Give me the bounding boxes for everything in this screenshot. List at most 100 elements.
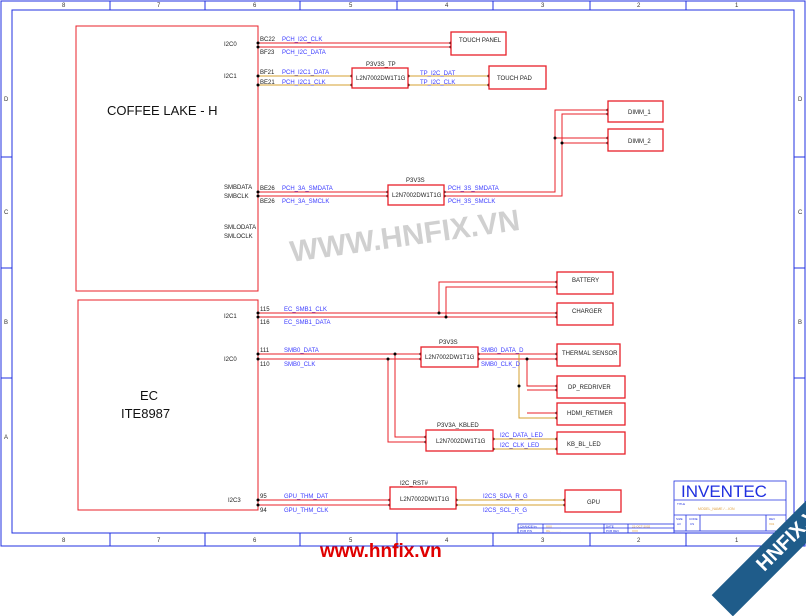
column-label: 1 — [735, 538, 739, 544]
power-rail-label: P3V3S_TP — [366, 62, 396, 68]
rev-value: X01 — [769, 522, 775, 526]
pch-pin-label: I2C1 — [224, 74, 237, 80]
net-label: SMB0_DATA_D — [481, 348, 524, 354]
pin-number: BE26 — [260, 199, 275, 205]
svg-text:L2N7002DW1T1G: L2N7002DW1T1G — [356, 76, 406, 82]
power-rail-label: I2C_RST# — [400, 481, 429, 487]
rev-label: REV — [769, 517, 775, 521]
wires — [258, 42, 608, 506]
net-label: SMB0_CLK_D — [481, 362, 521, 368]
title-block — [517, 480, 787, 534]
svg-text:HDMI_RETIMER: HDMI_RETIMER — [567, 411, 613, 417]
model-name: MODEL_NAME / ...ION — [698, 507, 735, 511]
net-label: I2CS_SCL_R_G — [483, 508, 527, 514]
pin-number: 110 — [260, 362, 270, 368]
column-label: 3 — [541, 3, 545, 9]
net-label: PCH_I2C_CLK — [282, 37, 322, 43]
net-label: EC_SMB1_CLK — [284, 307, 327, 313]
ec-pin-label: I2C3 — [228, 498, 241, 504]
svg-text:KB_BL_LED: KB_BL_LED — [567, 442, 601, 448]
svg-text:TOUCH PAD: TOUCH PAD — [497, 76, 532, 82]
net-label: PCH_3A_SMDATA — [282, 186, 333, 192]
net-label: I2CS_SDA_R_G — [483, 494, 528, 500]
svg-text:BATTERY: BATTERY — [572, 278, 599, 284]
device-hdmi-retimer: HDMI_RETIMER — [556, 402, 626, 426]
net-label: PCH_3S_SMDATA — [448, 186, 499, 192]
size-label: SIZE — [676, 517, 683, 521]
company-logo-text: INVENTEC — [681, 482, 767, 501]
column-label: 4 — [445, 3, 449, 9]
column-label: 6 — [253, 3, 257, 9]
svg-text:L2N7002DW1T1G: L2N7002DW1T1G — [425, 355, 475, 361]
svg-text:DP_REDRIVER: DP_REDRIVER — [568, 385, 611, 391]
row-label: D — [798, 97, 803, 103]
pin-number: 95 — [260, 494, 267, 500]
pin-number: 116 — [260, 320, 270, 326]
column-label: 5 — [349, 538, 353, 544]
code-label: CODE — [689, 517, 698, 521]
pin-number: BC22 — [260, 37, 276, 43]
schematic-canvas: 8 7 6 5 4 3 2 1 8 7 6 5 4 3 2 1 D C B A … — [0, 0, 806, 547]
changed-by-value: XXX — [546, 525, 552, 529]
net-label: PCH_3A_SMCLK — [282, 199, 329, 205]
pin-number: 115 — [260, 307, 270, 313]
svg-text:L2N7002DW1T1G: L2N7002DW1T1G — [392, 193, 442, 199]
date-value: 21-OCT-2002 — [632, 525, 651, 529]
url-watermark: www.hnfix.vn — [320, 541, 442, 562]
power-rail-label: P3V3S — [406, 178, 425, 184]
net-label: EC_SMB1_DATA — [284, 320, 330, 326]
net-label: SMB0_DATA — [284, 348, 319, 354]
pin-number: 111 — [260, 348, 270, 354]
changed-by-label: CHANGE by — [520, 525, 537, 529]
frame-row-labels: D C B A D C B — [4, 97, 803, 441]
pcb-value: 0G............. — [546, 529, 561, 533]
column-label: 8 — [62, 538, 66, 544]
ec-pin-label: I2C1 — [224, 314, 237, 320]
pin-number: BF21 — [260, 70, 275, 76]
net-label: PCH_I2C1_DATA — [282, 70, 329, 76]
pch-pin-label: SMLOCLK — [224, 234, 253, 240]
buffer-touchpad: L2N7002DW1T1G — [351, 67, 409, 89]
net-label: GPU_THM_CLK — [284, 508, 328, 514]
pcb-label: PCB P/N — [520, 529, 532, 533]
pch-pin-label: SMBDATA — [224, 185, 252, 191]
net-label: PCH_I2C1_CLK — [282, 80, 326, 86]
svg-text:GPU: GPU — [587, 500, 600, 506]
device-kb-bl-led: KB_BL_LED — [556, 431, 626, 455]
net-label: PCH_3S_SMCLK — [448, 199, 495, 205]
device-gpu: GPU — [564, 489, 622, 513]
size-value: A3 — [677, 522, 681, 526]
pch-pin-label: I2C0 — [224, 42, 237, 48]
net-label: PCH_I2C_DATA — [282, 50, 326, 56]
svg-text:DIMM_1: DIMM_1 — [628, 110, 651, 116]
device-touch-pad: TOUCH PAD — [488, 65, 547, 90]
buffer-kbled: L2N7002DW1T1G — [425, 429, 494, 452]
device-charger: CHARGER — [556, 302, 614, 326]
row-label: C — [4, 210, 9, 216]
svg-text:THERMAL SENSOR: THERMAL SENSOR — [562, 351, 618, 357]
buffer-gpu: L2N7002DW1T1G — [389, 486, 457, 510]
row-label: A — [4, 435, 8, 441]
device-dimm-2: DIMM_2 — [607, 128, 664, 152]
frame-column-labels-bottom: 8 7 6 5 4 3 2 1 — [62, 538, 739, 544]
svg-text:CHARGER: CHARGER — [572, 309, 603, 315]
column-label: 2 — [637, 3, 641, 9]
ec-pin-label: I2C0 — [224, 357, 237, 363]
column-label: 5 — [349, 3, 353, 9]
device-dimm-1: DIMM_1 — [607, 100, 664, 123]
pch-pin-label: SMLODATA — [224, 225, 256, 231]
title-label: TITLE — [677, 502, 685, 506]
net-label: I2C_CLK_LED — [500, 443, 540, 449]
row-label: D — [4, 97, 9, 103]
device-touch-panel: TOUCH PANEL — [450, 31, 507, 56]
buffer-ec-smb0: L2N7002DW1T1G — [420, 346, 479, 368]
power-rail-label: P3V3S — [439, 340, 458, 346]
pin-number: BF23 — [260, 50, 275, 56]
pcb-rev-label: PCB REV — [606, 529, 619, 533]
ec-name: EC — [140, 388, 158, 403]
pin-number: 94 — [260, 508, 267, 514]
pch-pin-label: SMBCLK — [224, 194, 249, 200]
ec-block — [77, 299, 259, 511]
device-dp-redriver: DP_REDRIVER — [556, 375, 626, 399]
column-label: 7 — [157, 538, 161, 544]
